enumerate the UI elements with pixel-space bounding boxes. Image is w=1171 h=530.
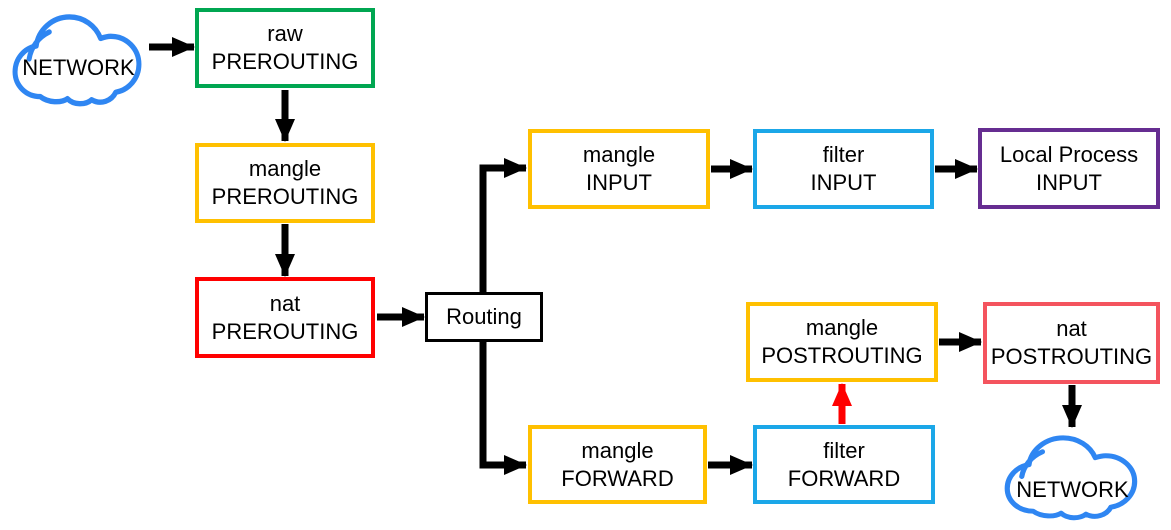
node-label-line1: Local Process xyxy=(999,141,1139,167)
node-label-line2: FORWARD xyxy=(787,465,901,491)
node-label-line1: filter xyxy=(822,142,865,167)
node-label-line1: mangle xyxy=(582,142,656,167)
node-routing: Routing xyxy=(425,292,543,342)
node-raw-prerouting: raw PREROUTING xyxy=(195,8,375,88)
node-label-line2: POSTROUTING xyxy=(990,344,1153,369)
node-nat-prerouting: nat PREROUTING xyxy=(195,277,375,358)
node-filter-forward: filter FORWARD xyxy=(753,425,935,504)
node-label-line2: INPUT xyxy=(1036,169,1102,195)
node-mangle-input: mangle INPUT xyxy=(528,129,710,209)
node-mangle-forward: mangle FORWARD xyxy=(528,425,707,504)
node-label-line2: PREROUTING xyxy=(211,184,359,209)
cloud-outline xyxy=(12,14,142,107)
cloud-accent-arc xyxy=(26,29,52,62)
node-label-line1: nat xyxy=(1056,316,1087,341)
network-cloud-destination: NETWORK xyxy=(1000,426,1145,530)
network-cloud-source: NETWORK xyxy=(8,4,149,117)
node-label-line1: nat xyxy=(269,290,301,316)
node-local-process-input: Local Process INPUT xyxy=(978,128,1160,209)
node-label-line1: raw xyxy=(267,21,303,46)
cloud-icon xyxy=(12,14,142,107)
node-label-line2: INPUT xyxy=(810,170,877,195)
cloud-outline xyxy=(1004,435,1138,521)
node-mangle-prerouting: mangle PREROUTING xyxy=(195,143,375,223)
arrow-routing-to-mangle-forward xyxy=(479,342,527,475)
node-label-line1: Routing xyxy=(446,304,522,329)
node-label-line2: PREROUTING xyxy=(211,49,359,74)
cloud-label: NETWORK xyxy=(1016,477,1129,503)
node-label-line1: mangle xyxy=(248,156,322,181)
node-label-line1: mangle xyxy=(581,437,654,463)
node-label-line2: FORWARD xyxy=(561,465,674,491)
node-label-line1: filter xyxy=(823,437,865,463)
cloud-label: NETWORK xyxy=(22,55,135,81)
node-label-line1: mangle xyxy=(805,315,879,340)
cloud-icon xyxy=(1004,435,1138,521)
node-mangle-postrouting: mangle POSTROUTING xyxy=(746,302,938,382)
node-label-line2: PREROUTING xyxy=(211,318,359,344)
node-label-line2: POSTROUTING xyxy=(761,343,923,368)
node-nat-postrouting: nat POSTROUTING xyxy=(983,302,1160,384)
node-filter-input: filter INPUT xyxy=(753,129,934,209)
node-label-line2: INPUT xyxy=(586,170,652,195)
cloud-accent-arc xyxy=(1019,449,1046,479)
arrow-routing-to-mangle-input xyxy=(479,158,527,292)
